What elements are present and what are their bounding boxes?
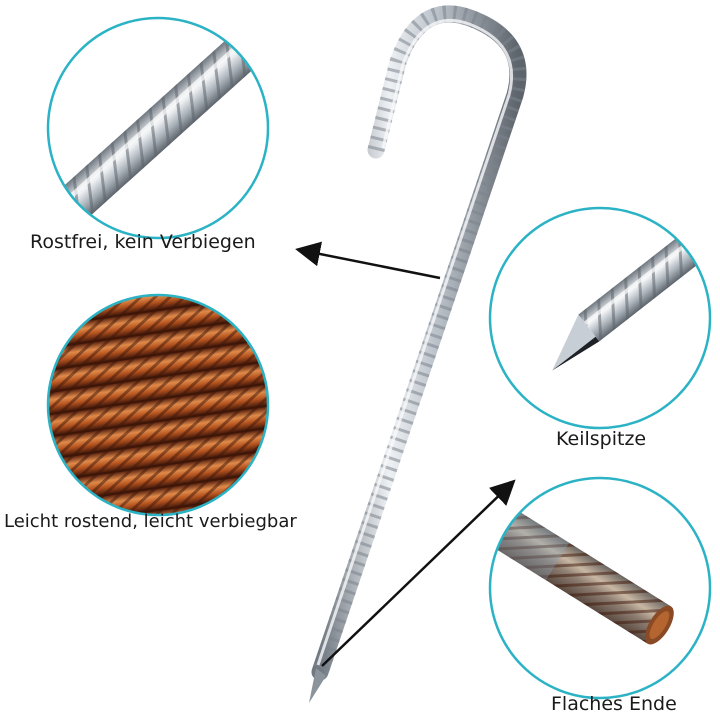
label-keilspitze: Keilspitze [556,428,647,450]
label-rostfrei: Rostfrei, kein Verbiegen [30,231,256,253]
arrow-to-rostfrei-label [295,241,441,280]
j-hook-stake [309,5,527,703]
label-leicht-rostend: Leicht rostend, leicht verbiegbar [4,511,297,532]
arrow-to-keilspitze-circle [321,479,516,667]
detail-circle-rusty-rebar [46,293,270,517]
detail-circle-steel-ribs [46,16,270,240]
detail-circle-flat-end [488,476,712,700]
detail-circle-wedge-tip [488,206,712,430]
label-flaches-ende: Flaches Ende [551,693,677,715]
